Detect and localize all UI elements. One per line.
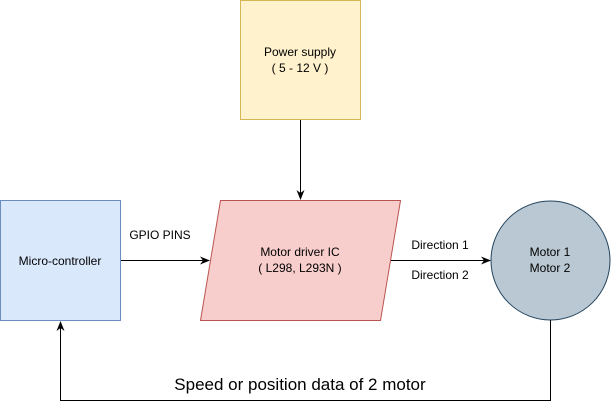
direction-1-label: Direction 1 xyxy=(411,238,469,252)
micro-controller-node: Micro-controller xyxy=(0,200,121,321)
motor-driver-label: Motor driver IC xyxy=(260,245,340,259)
motor-driver-chip-label: ( L298, L293N ) xyxy=(258,261,341,275)
power-supply-voltage-label: ( 5 - 12 V ) xyxy=(272,61,329,75)
micro-controller-box xyxy=(0,200,121,321)
feedback-arrow xyxy=(56,320,551,401)
micro-controller-label: Micro-controller xyxy=(19,254,102,268)
direction-2-label: Direction 2 xyxy=(411,268,469,282)
motor-2-label: Motor 2 xyxy=(530,261,571,275)
motor-driver-node: Motor driver IC ( L298, L293N ) xyxy=(199,200,402,321)
motor-driver-shape xyxy=(199,200,402,321)
power-supply-box xyxy=(240,0,361,120)
feedback-label: Speed or position data of 2 motor xyxy=(174,375,426,394)
gpio-pins-label: GPIO PINS xyxy=(129,228,190,242)
motor-1-label: Motor 1 xyxy=(530,245,571,259)
power-supply-label: Power supply xyxy=(264,45,336,59)
power-supply-node: Power supply ( 5 - 12 V ) xyxy=(240,0,361,120)
motors-node: Motor 1 Motor 2 xyxy=(490,200,611,321)
